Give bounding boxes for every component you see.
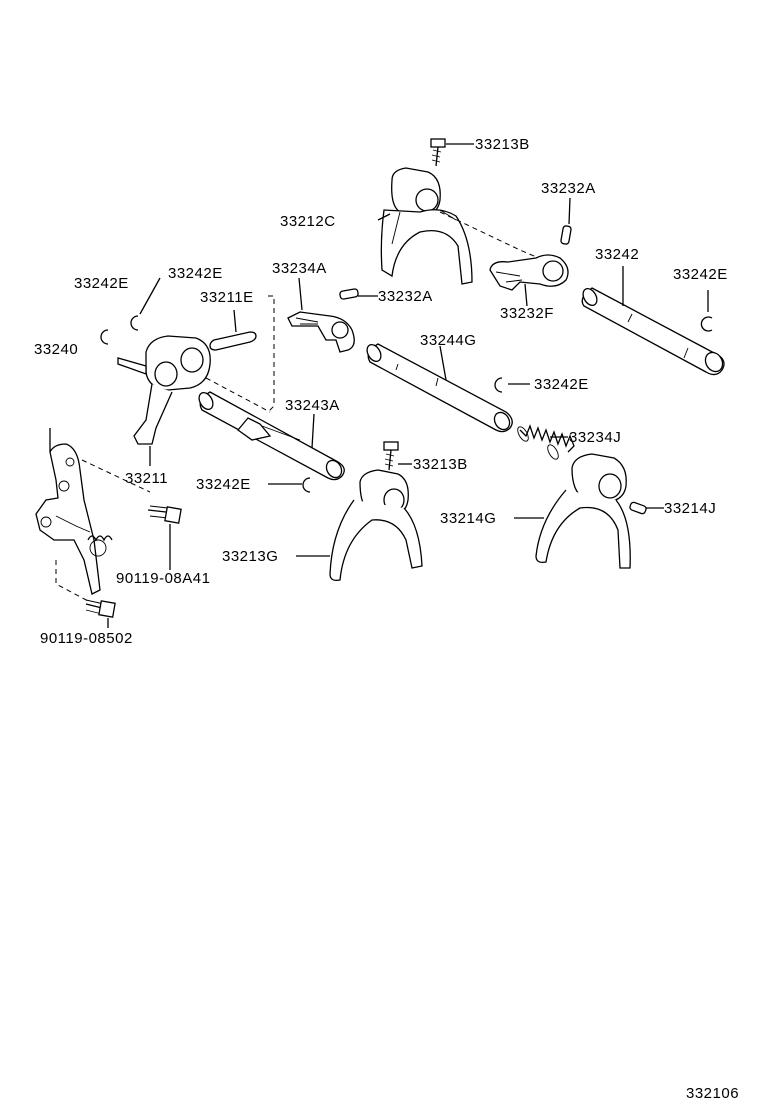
label-33232f: 33232F [500, 305, 554, 322]
spring-33234j [517, 424, 575, 460]
label-33242e-mid: 33242E [534, 376, 589, 393]
snap-ring-mid [494, 377, 530, 393]
snap-ring-right [700, 290, 713, 332]
lever-33234a [287, 277, 355, 353]
shaft-33244g [366, 343, 513, 433]
snap-ring-left2 [130, 277, 161, 331]
shaft-33243a [198, 391, 345, 481]
label-33243a: 33243A [285, 397, 340, 414]
label-33242e-left1: 33242E [74, 275, 129, 292]
bolt-33213b-top [430, 138, 446, 167]
label-33242: 33242 [595, 246, 639, 263]
pin-33214j [629, 501, 664, 515]
shift-fork-33212c [377, 138, 473, 285]
bolt-90119-08a41 [147, 505, 182, 570]
label-33213g: 33213G [222, 548, 278, 565]
pin-33232a-mid [339, 288, 378, 300]
label-33214j: 33214J [664, 500, 716, 517]
label-33211: 33211 [125, 470, 168, 487]
diagram-id: 332106 [686, 1085, 739, 1102]
label-33214g: 33214G [440, 510, 496, 527]
label-33242e-low: 33242E [196, 476, 251, 493]
label-33211e: 33211E [200, 289, 254, 306]
bolt-33213b-mid [383, 441, 412, 471]
shift-head-33211 [117, 335, 211, 466]
label-33242e-right: 33242E [673, 266, 728, 283]
label-33212c: 33212C [280, 213, 336, 230]
label-33234j: 33234J [569, 429, 621, 446]
lever-33232f [489, 254, 569, 307]
shift-fork-33213g [296, 469, 423, 582]
label-33234a: 33234A [272, 260, 327, 277]
label-33232a-top: 33232A [541, 180, 596, 197]
label-33244g: 33244G [420, 332, 476, 349]
label-33242e-left2: 33242E [168, 265, 223, 282]
shift-fork-33214g [514, 453, 631, 569]
bolt-90119-08502 [85, 599, 116, 628]
label-90119-08a41: 90119-08A41 [116, 570, 210, 587]
label-33232a-mid: 33232A [378, 288, 433, 305]
label-33213b-mid: 33213B [413, 456, 468, 473]
shaft-33242 [581, 266, 725, 376]
pin-33232a-top [560, 197, 572, 245]
pin-33211e [209, 309, 257, 351]
select-lever-assembly [35, 428, 113, 595]
label-90119-08502: 90119-08502 [40, 630, 133, 647]
label-33240: 33240 [34, 341, 78, 358]
snap-ring-low [268, 477, 311, 493]
label-33213b-top: 33213B [475, 136, 530, 153]
snap-ring-left1 [100, 329, 109, 345]
